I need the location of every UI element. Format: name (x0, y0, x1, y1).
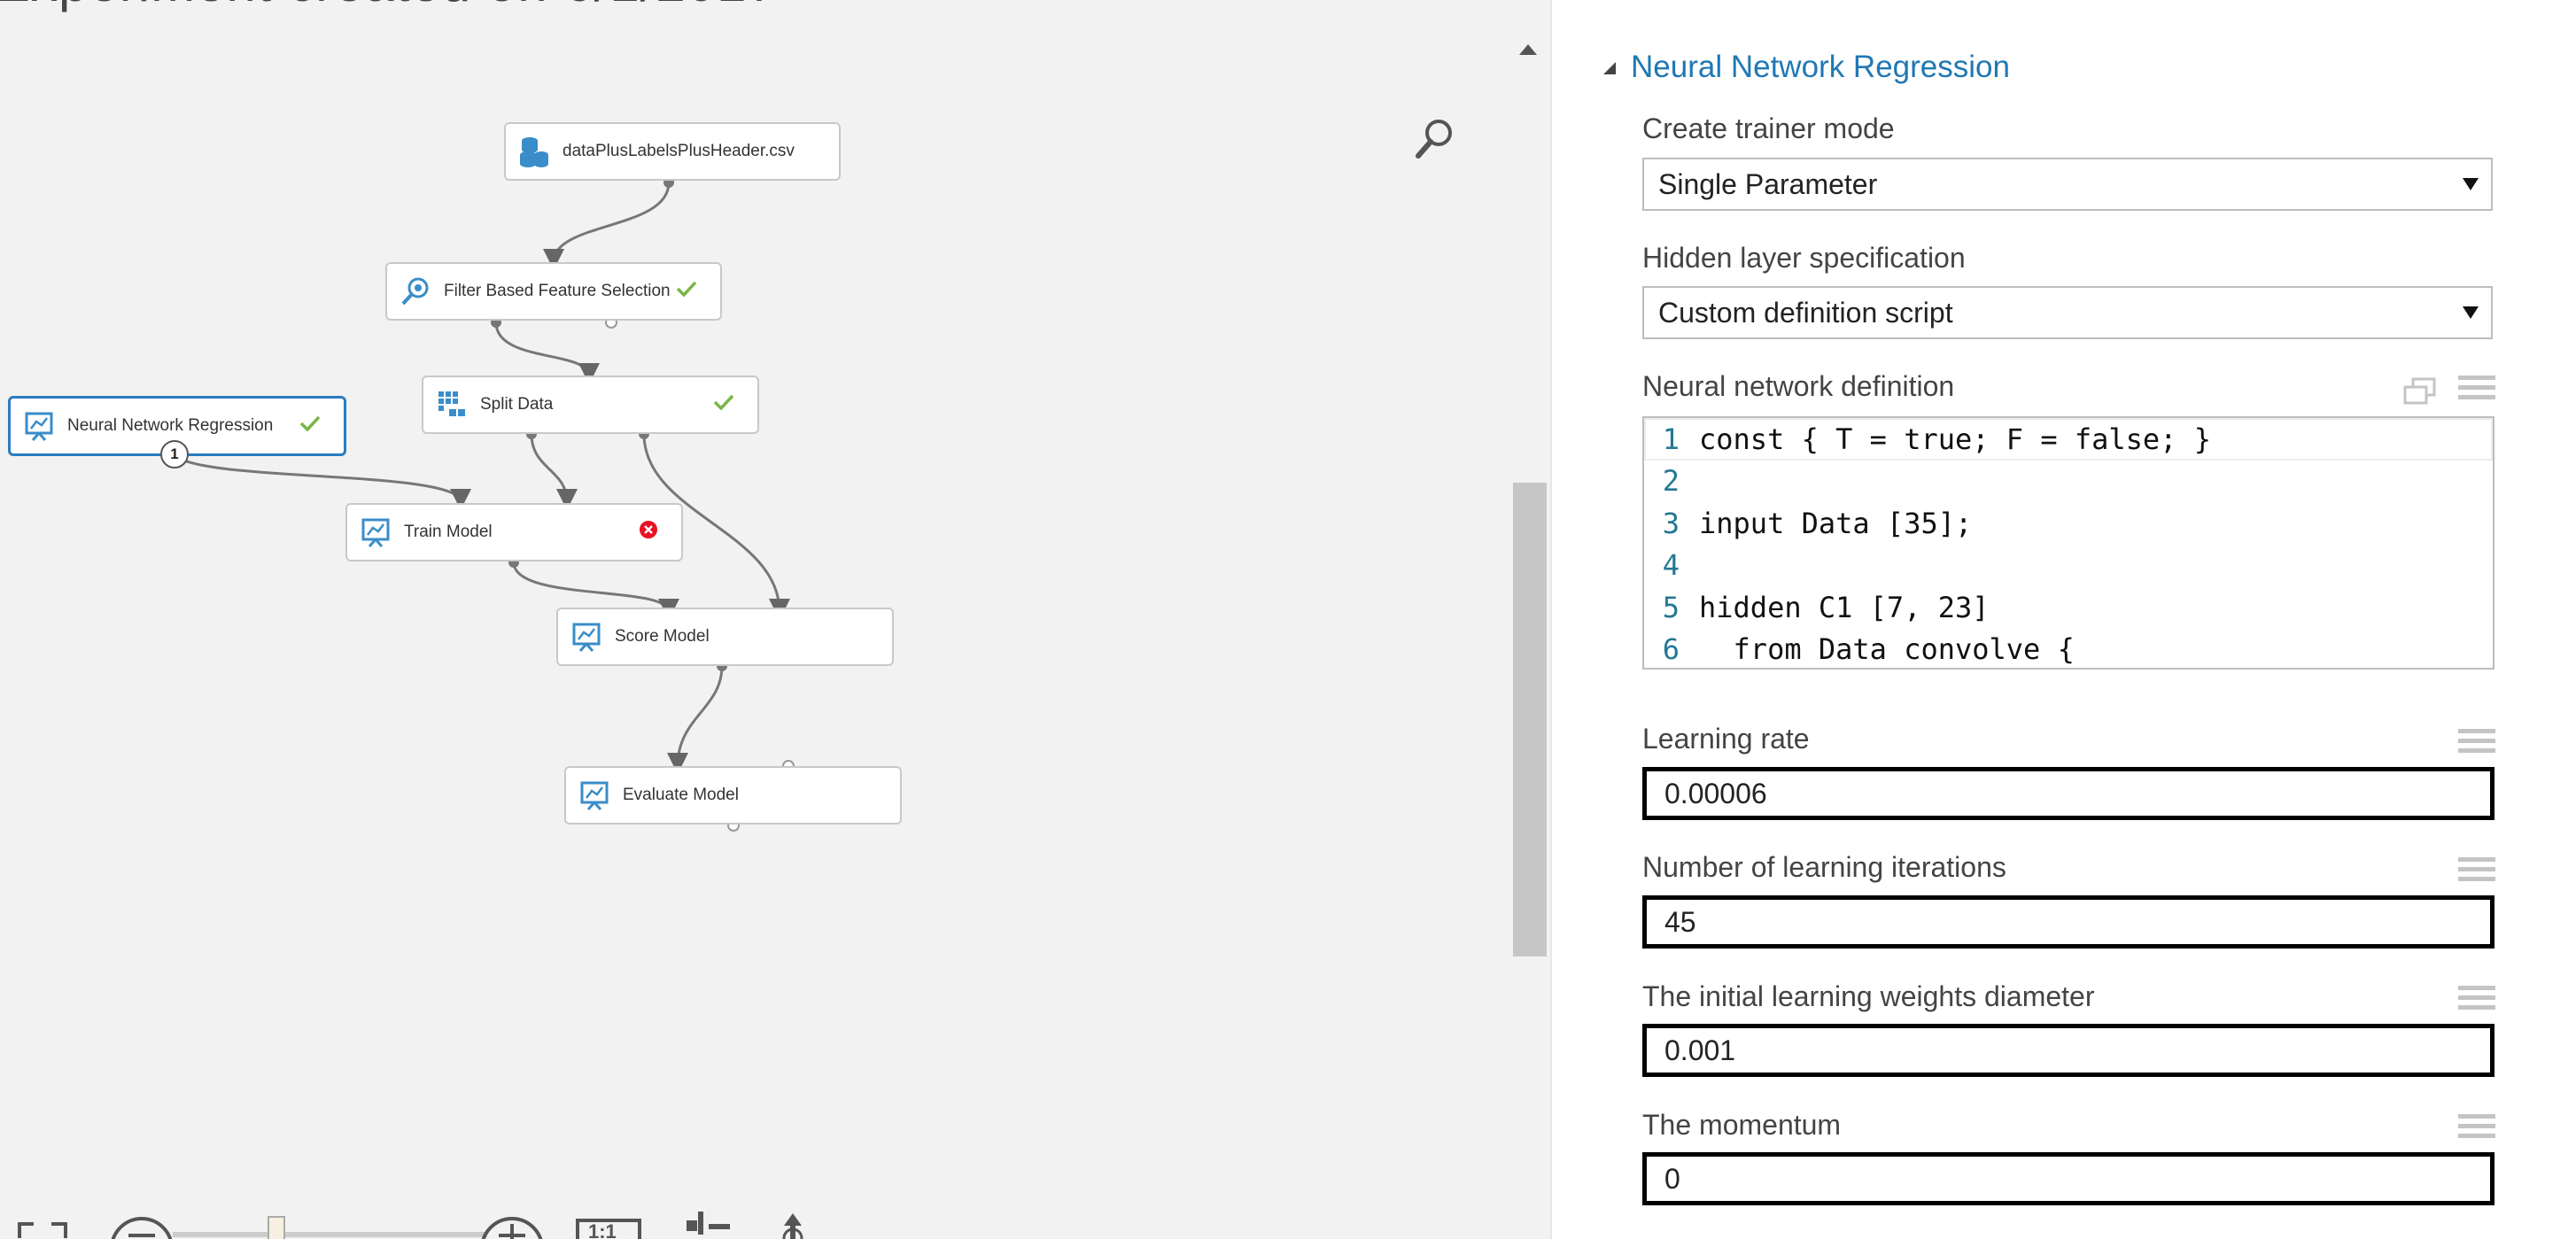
collapse-triangle-icon[interactable] (1601, 59, 1617, 75)
svg-text:1:1: 1:1 (588, 1220, 617, 1239)
truncated-heading-fragment (1747, 0, 1773, 5)
nn-definition-label: Neural network definition (1642, 370, 1955, 402)
split-data-icon (436, 389, 468, 421)
experiment-title: Experiment created on 6/1/2017 (0, 0, 778, 13)
hidden-layer-value: Custom definition script (1658, 296, 1953, 329)
node-label: Evaluate Model (623, 786, 739, 804)
check-icon (713, 393, 734, 416)
iterations-value: 45 (1664, 905, 1696, 938)
zoom-out-icon (111, 1217, 173, 1239)
section-title: Neural Network Regression (1631, 50, 2010, 84)
dropdown-caret-icon (2463, 306, 2479, 319)
line-number: 4 (1662, 548, 1680, 583)
trainer-mode-select[interactable]: Single Parameter (1642, 158, 2493, 211)
hamburger-menu-icon[interactable] (2458, 376, 2495, 405)
weights-diameter-input[interactable]: 0.001 (1642, 1024, 2495, 1077)
learning-rate-label: Learning rate (1642, 723, 1810, 755)
module-icon (570, 621, 602, 653)
section-header[interactable]: Neural Network Regression (1601, 50, 2010, 85)
node-split-data[interactable]: Split Data (422, 376, 759, 434)
popout-window-icon[interactable] (2402, 377, 2438, 410)
trainer-mode-value: Single Parameter (1658, 167, 1878, 200)
trainer-mode-label: Create trainer mode (1642, 112, 1895, 144)
node-label: dataPlusLabelsPlusHeader.csv (563, 142, 795, 160)
module-icon (578, 779, 610, 811)
node-label: Split Data (480, 395, 554, 414)
line-number: 2 (1662, 464, 1680, 499)
zoom-in-icon (481, 1217, 543, 1239)
wire (667, 665, 724, 774)
actual-size-icon: 1:1 (576, 1219, 641, 1239)
dataset-icon (518, 136, 550, 167)
node-dataset[interactable]: dataPlusLabelsPlusHeader.csv (504, 122, 841, 181)
wire (173, 453, 471, 510)
node-label: Score Model (615, 627, 710, 646)
line-number: 3 (1662, 506, 1680, 540)
momentum-input[interactable]: 0 (1642, 1152, 2495, 1205)
wire (494, 321, 600, 384)
canvas-toolbar: 1:1 (0, 1204, 886, 1239)
learning-rate-input[interactable]: 0.00006 (1642, 767, 2495, 820)
hamburger-menu-icon[interactable] (2458, 729, 2495, 758)
node-label: Filter Based Feature Selection (444, 282, 671, 300)
iterations-input[interactable]: 45 (1642, 895, 2495, 949)
node-neural-network-regression[interactable]: Neural Network Regression (8, 396, 346, 456)
code-text: input Data [35]; (1699, 506, 1973, 540)
wire (512, 561, 679, 620)
learning-rate-value: 0.00006 (1664, 777, 1767, 809)
weights-diameter-value: 0.001 (1664, 1034, 1736, 1066)
node-train-model[interactable]: Train Model (345, 503, 683, 561)
dropdown-caret-icon (2463, 178, 2479, 190)
iterations-label: Number of learning iterations (1642, 851, 2006, 883)
code-line: 5 hidden C1 [7, 23] (1644, 586, 2493, 629)
line-number: 1 (1662, 422, 1680, 456)
scroll-up-arrow-icon[interactable] (1519, 44, 1537, 55)
hamburger-menu-icon[interactable] (2458, 1114, 2495, 1143)
node-score-model[interactable]: Score Model (556, 608, 894, 666)
momentum-value: 0 (1664, 1162, 1680, 1195)
code-line: 3 input Data [35]; (1644, 502, 2493, 545)
check-icon (676, 280, 697, 303)
error-icon (639, 520, 658, 545)
experiment-canvas[interactable]: Experiment created on 6/1/2017 (0, 0, 1550, 1239)
pan-icon (782, 1213, 803, 1239)
hidden-layer-select[interactable]: Custom definition script (1642, 286, 2493, 339)
vertical-scrollbar-thumb[interactable] (1513, 483, 1547, 956)
line-number: 6 (1662, 632, 1680, 667)
code-line: 2 (1644, 461, 2493, 503)
zoom-slider-handle (268, 1216, 285, 1239)
node-label: Train Model (404, 523, 493, 541)
feature-selection-icon (400, 275, 431, 307)
check-icon (299, 414, 321, 438)
hamburger-menu-icon[interactable] (2458, 857, 2495, 887)
wire (530, 433, 578, 510)
code-text: from Data convolve { (1699, 632, 2075, 667)
nn-definition-editor[interactable]: 1 const { T = true; F = false; } 2 3 input… (1642, 416, 2495, 670)
weights-diameter-label: The initial learning weights diameter (1642, 980, 2095, 1012)
wire (543, 182, 671, 270)
code-text: const { T = true; F = false; } (1699, 422, 2211, 456)
wire (642, 433, 790, 620)
hidden-layer-label: Hidden layer specification (1642, 242, 1966, 274)
node-evaluate-model[interactable]: Evaluate Model (564, 766, 902, 825)
fit-to-screen-icon (18, 1222, 67, 1238)
code-line: 4 (1644, 545, 2493, 587)
output-port-badge[interactable]: 1 (160, 440, 189, 468)
auto-layout-icon (687, 1212, 730, 1235)
properties-panel: Neural Network Regression Create trainer… (1550, 0, 2576, 1239)
search-icon[interactable] (1414, 117, 1456, 166)
node-label: Neural Network Regression (67, 416, 274, 435)
code-line: 6 from Data convolve { (1644, 629, 2493, 669)
line-number: 5 (1662, 590, 1680, 624)
code-line: 1 const { T = true; F = false; } (1644, 418, 2493, 461)
node-filter-based-feature-selection[interactable]: Filter Based Feature Selection (385, 262, 722, 321)
hamburger-menu-icon[interactable] (2458, 986, 2495, 1015)
momentum-label: The momentum (1642, 1109, 1842, 1141)
module-icon (360, 516, 392, 548)
code-text: hidden C1 [7, 23] (1699, 590, 1990, 624)
module-icon (23, 410, 55, 442)
